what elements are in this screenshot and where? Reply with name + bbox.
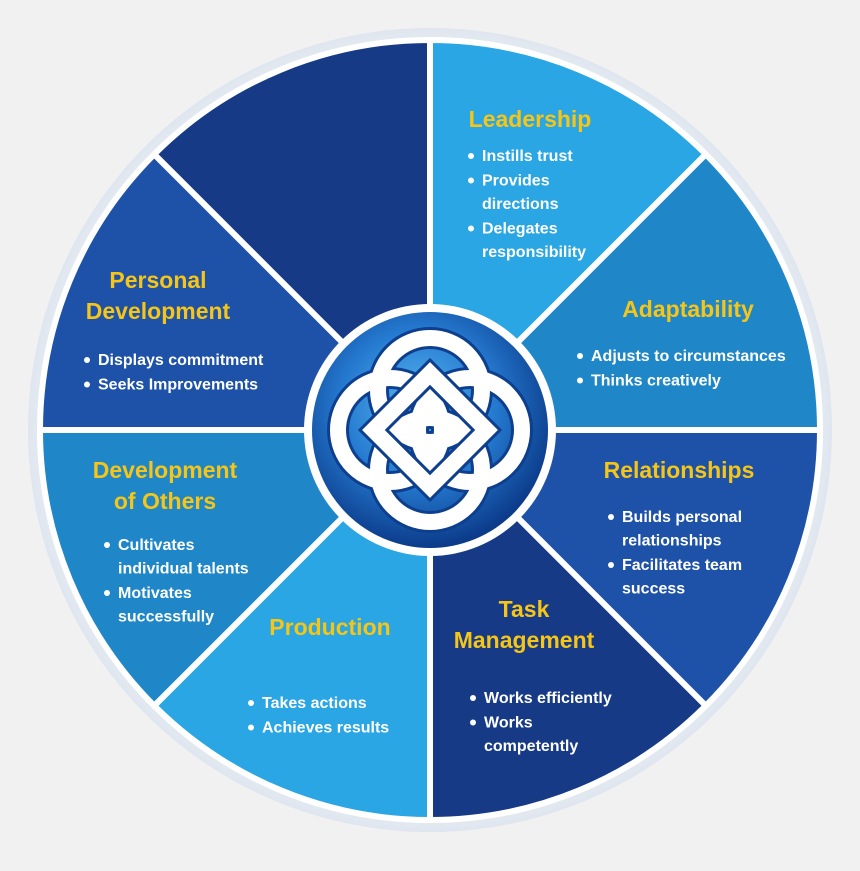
bullet-dot: [84, 357, 90, 363]
segment-shape: [151, 510, 433, 823]
bullet-text: Instills trust: [482, 148, 573, 165]
bullet-dot: [577, 353, 583, 359]
bullet-text: relationships: [622, 533, 722, 550]
segment-title: Management: [454, 627, 595, 653]
bullet-text: successfully: [118, 609, 214, 626]
bullet-dot: [468, 153, 474, 159]
bullet-text: Provides: [482, 173, 550, 190]
bullet-text: success: [622, 581, 685, 598]
bullet-dot: [248, 700, 254, 706]
bullet-text: Works efficiently: [484, 690, 612, 707]
segment-title: Relationships: [604, 457, 755, 483]
segment-title: Production: [269, 614, 390, 640]
bullet-text: Displays commitment: [98, 352, 264, 369]
bullet-dot: [104, 590, 110, 596]
segment-title: Leadership: [469, 106, 592, 132]
segment-title: Adaptability: [622, 296, 754, 322]
bullet-text: competently: [484, 738, 578, 755]
bullet-text: Thinks creatively: [591, 373, 721, 390]
segments-group: CommunicationListens to othersProcessesi…: [37, 37, 823, 823]
bullet-text: Seeks Improvements: [98, 377, 258, 394]
bullet-text: Achieves results: [262, 720, 389, 737]
bullet-dot: [608, 562, 614, 568]
bullet-dot: [104, 542, 110, 548]
segment-title: of Others: [114, 488, 216, 514]
bullet-text: Cultivates: [118, 537, 195, 554]
bullet-text: Facilitates team: [622, 557, 742, 574]
bullet-text: Works: [484, 715, 533, 732]
segment-shape: [510, 151, 823, 433]
bullet-text: responsibility: [482, 244, 586, 261]
bullet-dot: [577, 377, 583, 384]
bullet-text: Builds personal: [622, 509, 742, 526]
bullet-dot: [248, 724, 254, 731]
segment-shape: [151, 37, 433, 350]
segment-shape: [37, 427, 350, 709]
segment-title: Development: [86, 298, 231, 324]
segment-shape: [427, 510, 709, 823]
bullet-dot: [470, 695, 476, 701]
segment-title: Personal: [109, 267, 206, 293]
segment-title: Task: [499, 596, 550, 622]
segment-shape: [427, 37, 709, 350]
bullet-dot: [470, 719, 476, 726]
bullet-dot: [468, 225, 474, 232]
bullet-text: Takes actions: [262, 695, 367, 712]
bullet-dot: [608, 514, 614, 520]
center-emblem: [304, 304, 556, 556]
segment-title: Development: [93, 457, 238, 483]
segment-shape: [510, 427, 823, 709]
bullet-text: Delegates: [482, 221, 558, 238]
bullet-text: individual talents: [118, 561, 249, 578]
bullet-dot: [468, 177, 474, 184]
bullet-dot: [84, 381, 90, 388]
bullet-text: Motivates: [118, 585, 192, 602]
bullet-text: directions: [482, 196, 559, 213]
segment-shape: [37, 151, 350, 433]
celtic-knot-icon: [327, 327, 533, 533]
bullet-text: Adjusts to circumstances: [591, 348, 786, 365]
